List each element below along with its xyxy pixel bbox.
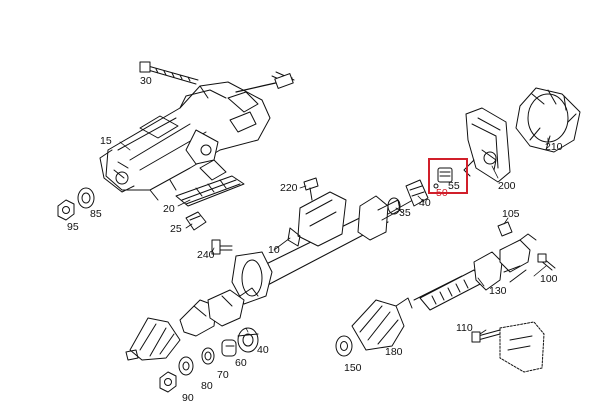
bolt-220 bbox=[303, 177, 319, 201]
callout-180: 180 bbox=[385, 346, 403, 358]
bolt-30 bbox=[139, 61, 199, 85]
bracket-200 bbox=[463, 107, 511, 183]
callout-210: 210 bbox=[545, 141, 563, 153]
bolt-100 bbox=[537, 253, 556, 271]
sleeve-40 bbox=[221, 339, 237, 357]
boot-180 bbox=[351, 297, 413, 351]
callout-40-lower: 40 bbox=[257, 344, 269, 356]
intermediate-parts bbox=[387, 179, 429, 215]
highlight-box bbox=[428, 158, 468, 194]
nut-90 bbox=[159, 371, 177, 393]
bolt-110 bbox=[471, 329, 501, 343]
callout-105: 105 bbox=[502, 208, 520, 220]
washer-150 bbox=[335, 335, 353, 357]
callout-35: 35 bbox=[399, 207, 411, 219]
callout-15: 15 bbox=[100, 135, 112, 147]
bolt-240 bbox=[211, 239, 233, 255]
callout-200: 200 bbox=[498, 180, 516, 192]
callout-55: 55 bbox=[448, 180, 460, 192]
callout-25: 25 bbox=[170, 223, 182, 235]
callout-40-upper: 40 bbox=[419, 197, 431, 209]
mount-bracket bbox=[499, 321, 545, 373]
callout-95: 95 bbox=[67, 221, 79, 233]
column-tube-10 bbox=[231, 191, 401, 305]
washer-85 bbox=[77, 187, 95, 209]
callout-90: 90 bbox=[182, 392, 194, 404]
bolt-105 bbox=[497, 221, 513, 237]
callout-60: 60 bbox=[235, 357, 247, 369]
callout-100: 100 bbox=[540, 273, 558, 285]
callout-10: 10 bbox=[268, 244, 280, 256]
callout-110: 110 bbox=[456, 322, 473, 334]
upper-column-assembly bbox=[99, 71, 295, 201]
callout-130: 130 bbox=[489, 285, 507, 297]
callout-220: 220 bbox=[280, 182, 298, 194]
callout-30: 30 bbox=[140, 75, 152, 87]
nut-95 bbox=[57, 199, 75, 221]
callout-240: 240 bbox=[197, 249, 215, 261]
callout-150: 150 bbox=[344, 362, 362, 374]
callout-20: 20 bbox=[163, 203, 175, 215]
callout-70: 70 bbox=[217, 369, 229, 381]
washer-70 bbox=[201, 347, 215, 365]
intermediate-shaft-130 bbox=[413, 233, 537, 311]
part-25 bbox=[185, 211, 207, 231]
leader-lines bbox=[119, 137, 549, 335]
callout-80: 80 bbox=[201, 380, 213, 392]
boot-and-joint bbox=[125, 287, 259, 361]
washer-80 bbox=[178, 356, 194, 376]
sleeve-60 bbox=[237, 327, 259, 353]
callout-50: 50 bbox=[436, 187, 448, 199]
callout-85: 85 bbox=[90, 208, 102, 220]
bushing-50-55 bbox=[433, 167, 453, 189]
